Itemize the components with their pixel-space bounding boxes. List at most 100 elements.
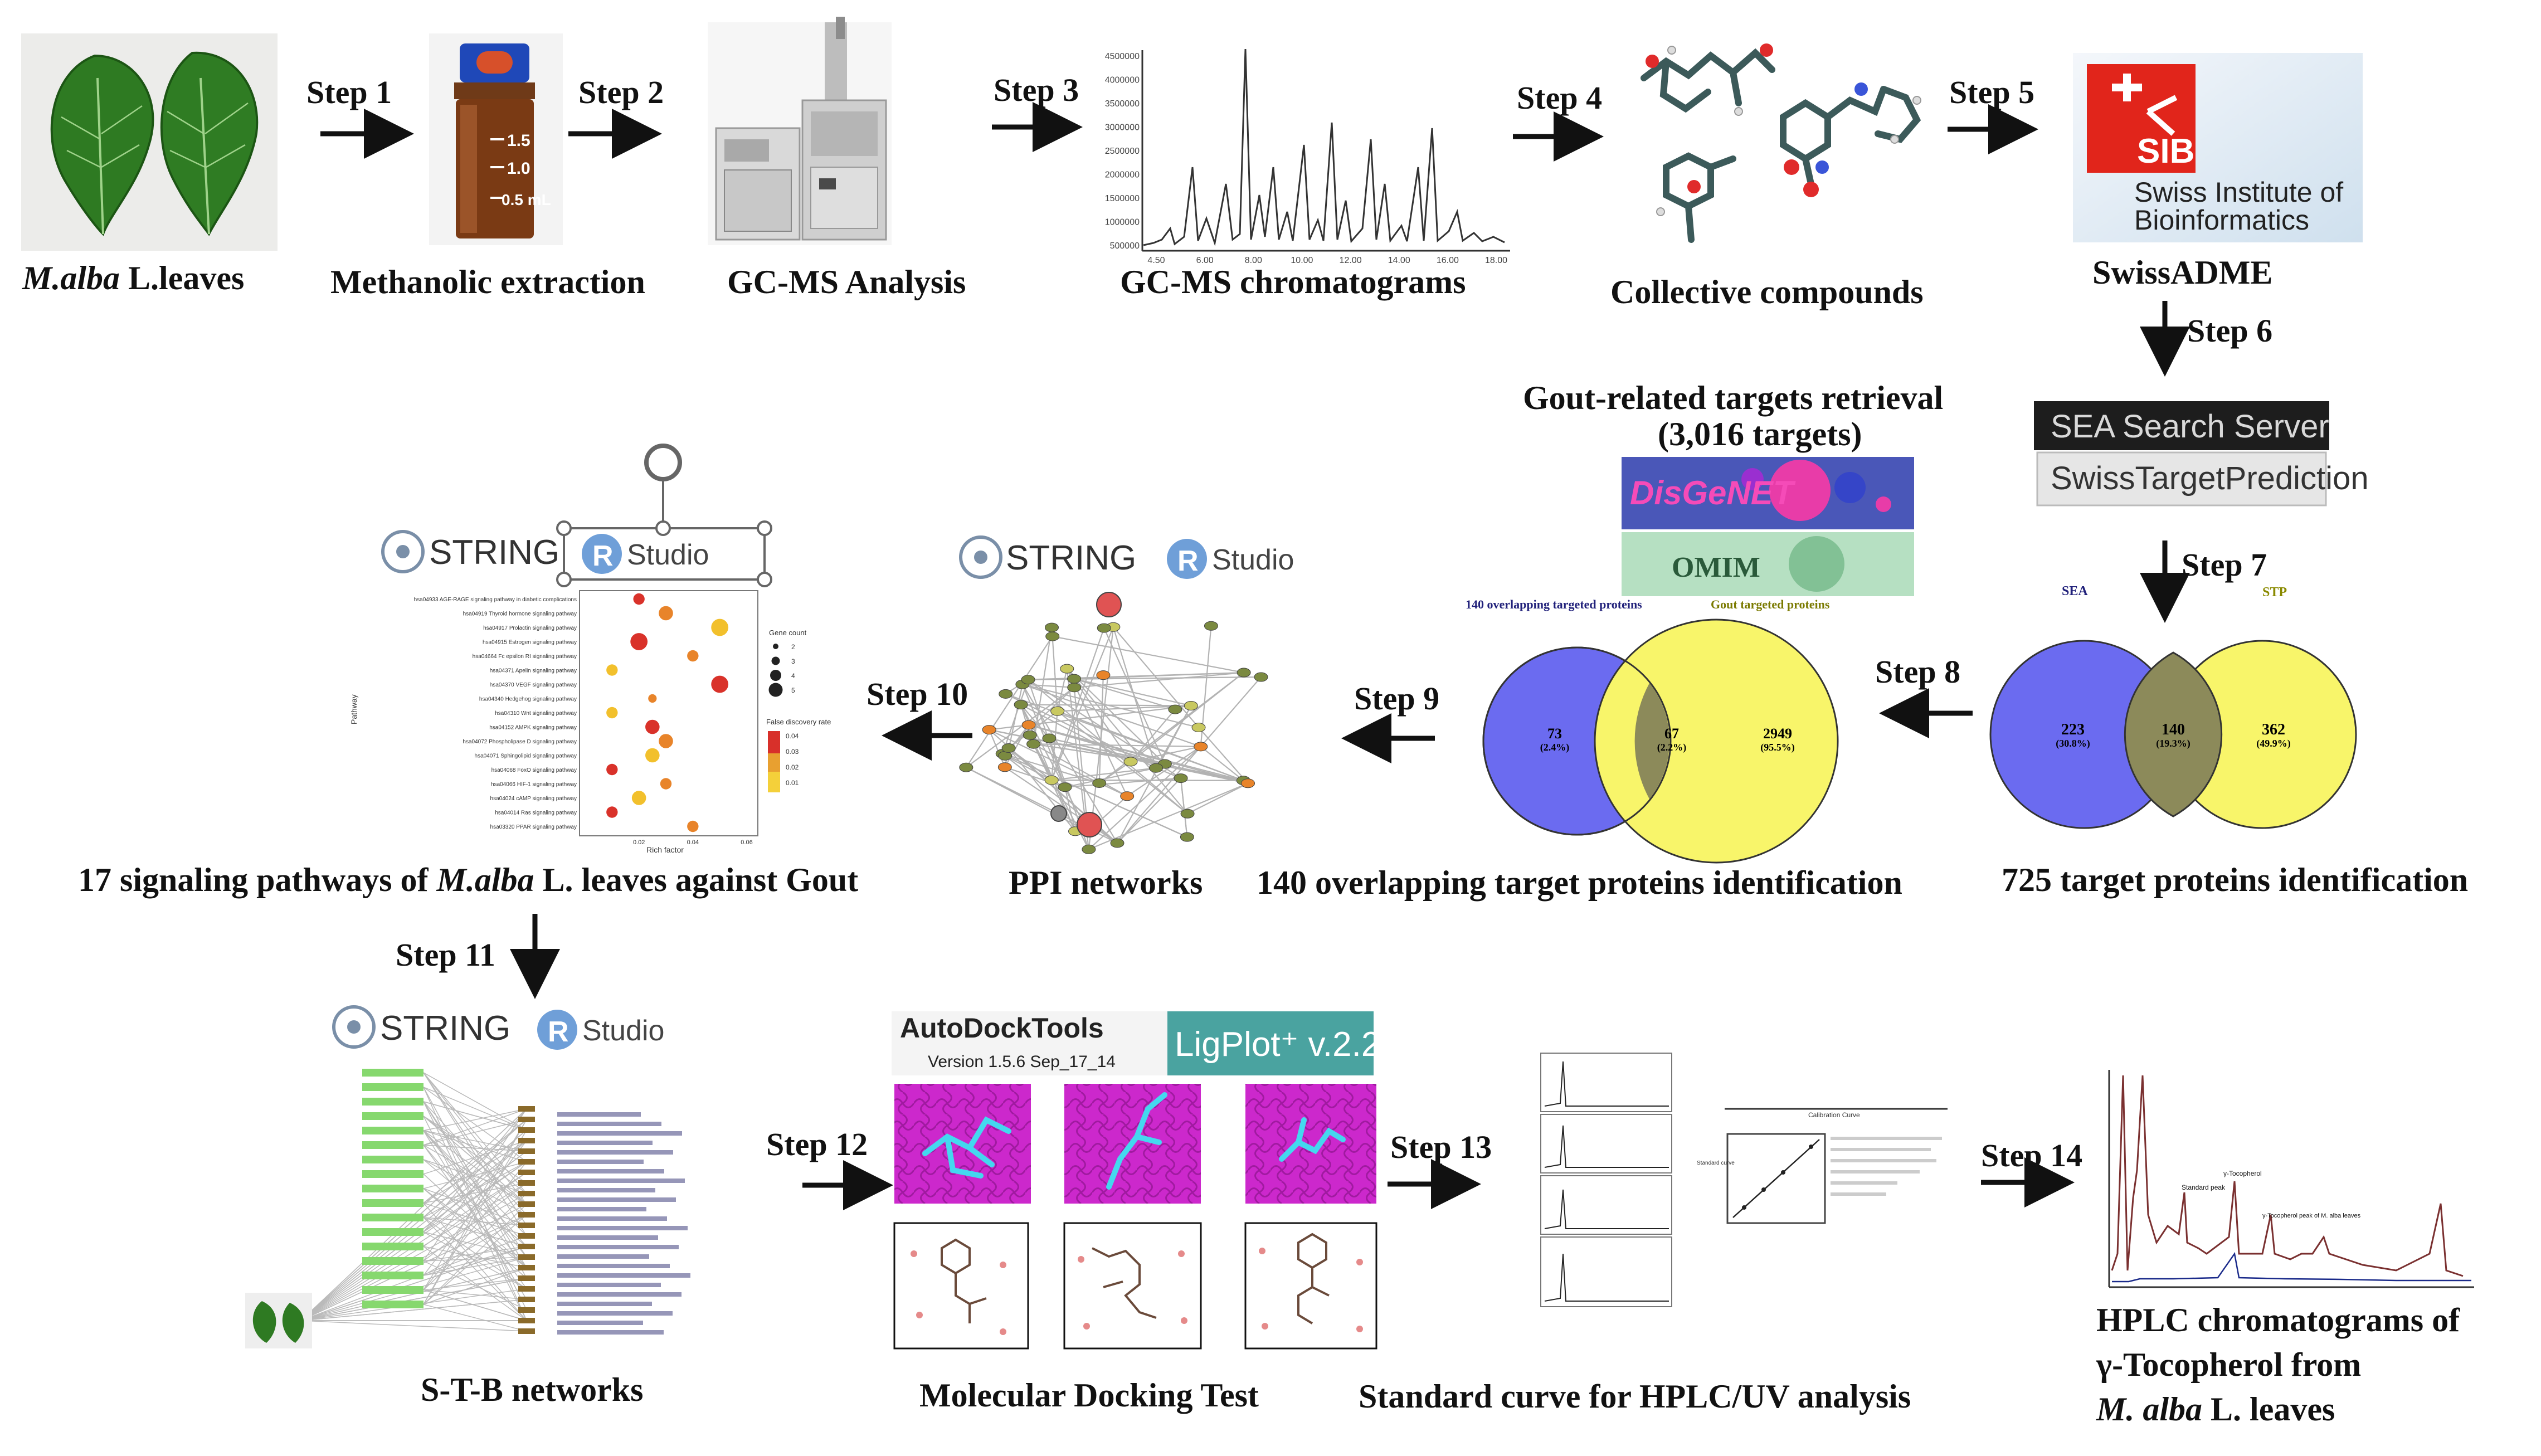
stb-target-node [518,1297,535,1302]
bubble-legend-fdr-label: 0.03 [786,748,799,756]
stb-edge [423,1188,527,1268]
venn-left-right-count: 2949 [1763,725,1792,742]
stb-pathway-node [362,1214,424,1221]
bubble-pathway-label: hsa04024 cAMP signaling pathway [490,796,577,802]
leaves-species: M.alba [22,260,120,296]
bubble-pathway-label: hsa04370 VEGF signaling pathway [490,682,577,688]
ligplot-title: LigPlot⁺ v.2.2 [1175,1025,1380,1064]
leaves-caption: M.alba L.leaves [22,259,244,298]
ppi-node [1042,733,1057,743]
ppi-edge [1028,679,1181,779]
vial-illustration: 1.5 1.0 0.5 mL [429,33,563,245]
stb-edge [423,1072,527,1226]
stb-compound-node [557,1264,670,1268]
venn-left-left-pct: (2.4%) [1540,742,1570,753]
ppi-edge [1002,753,1187,838]
pathways-caption: 17 signaling pathways of M.alba L. leave… [78,861,859,898]
bubble-pathway-label: hsa04310 Wnt signaling pathway [495,710,577,717]
ppi-node [1045,631,1060,641]
stb-target-node [518,1106,535,1112]
stb-target-node [518,1180,535,1186]
stb-compound-node [557,1188,655,1192]
venn-left-left-label: 140 overlapping targeted proteins [1466,597,1642,611]
bubble-legend-count-label: 2 [791,643,795,651]
stb-compound-node [557,1302,652,1306]
svg-text:R: R [592,540,614,572]
ppi-node [1096,670,1111,680]
stb-pathway-node [362,1127,424,1134]
bubble-dot [687,650,699,662]
stb-edge [423,1289,527,1321]
leaves-photo [21,33,278,251]
stb-edge [423,1267,527,1305]
ppi-node [1123,757,1138,767]
stb-edge [423,1101,527,1215]
ppi-node [1180,832,1194,842]
bubble-pathway-label: hsa04915 Estrogen signaling pathway [483,640,577,646]
stb-edge [300,1182,527,1321]
stb-edge [423,1217,527,1289]
stb-pathway-nodes [362,1069,424,1308]
bubble-pathway-label: hsa04071 Sphingolipid signaling pathway [475,753,577,759]
venn-overlap-gout: 140 overlapping targeted proteins Gout t… [1466,597,1839,864]
svg-text:R: R [548,1016,569,1048]
stb-edge [423,1217,527,1226]
stb-target-node [518,1286,535,1292]
ppi-edge [1052,636,1244,674]
step-11-label: Step 11 [396,937,495,973]
stb-edge [423,1119,527,1146]
stb-compound-node [557,1254,649,1259]
stb-target-node [518,1223,535,1228]
stb-edge [423,1217,527,1321]
stb-edge [423,1119,527,1305]
ppi-node [1204,621,1218,631]
molecule-structures [1641,43,1921,243]
gc-x-tick-label: 14.00 [1388,256,1410,265]
stb-edge [423,1188,527,1226]
stb-pathway-node [362,1141,424,1149]
string-logo-ppi: STRING [959,535,1136,579]
stb-edge [300,1278,527,1321]
stb-pathway-node [362,1272,424,1279]
gc-x-tick-label: 4.50 [1147,256,1165,265]
stb-pathway-node [362,1228,424,1236]
stb-compound-node [557,1141,653,1145]
stb-target-node [518,1191,535,1196]
stb-leaf-icon [245,1293,312,1348]
stb-compound-node [557,1283,661,1287]
svg-text:STRING: STRING [1006,539,1136,577]
stb-compound-node [557,1292,682,1297]
svg-text:Studio: Studio [627,539,709,571]
svg-text:Studio: Studio [582,1015,664,1047]
stb-compound-node [557,1235,658,1240]
stb-edge [300,1299,527,1321]
venn-right-left-pct: (30.8%) [2056,738,2090,749]
stb-target-node [518,1127,535,1133]
step-12-label: Step 12 [766,1126,868,1162]
std-chromatogram-stack [1540,1053,1672,1307]
stb-compound-node [557,1226,688,1230]
bubble-pathway-label: hsa04917 Prolactin signaling pathway [483,625,577,631]
gc-y-tick-label: 500000 [1110,241,1140,251]
ppi-edge [1051,626,1114,781]
step-2-label: Step 2 [578,74,664,110]
stb-edge [423,1101,527,1258]
ppi-edge [989,729,1006,768]
ligplot-diagram-1 [893,1222,1029,1350]
bubble-pathway-label: hsa04340 Hedgehog signaling pathway [479,697,577,703]
bubble-x-tick: 0.06 [741,839,752,846]
stb-edge [423,1202,527,1236]
ppi-edge [1180,778,1188,837]
bubble-pathway-label: hsa04072 Phospholipase D signaling pathw… [463,739,577,745]
ppi-node [1021,720,1036,730]
stb-pathway-node [362,1156,424,1163]
docking-pose-3 [1245,1084,1376,1204]
stb-logos: STRING R Studio [332,1005,664,1050]
stb-target-node [518,1275,535,1281]
stb-compound-node [557,1112,641,1117]
target-725-caption: 725 target proteins identification [2002,861,2469,898]
step-1-label: Step 1 [306,74,392,110]
gc-y-ticks: 4500000400000035000003000000250000020000… [1105,52,1140,251]
